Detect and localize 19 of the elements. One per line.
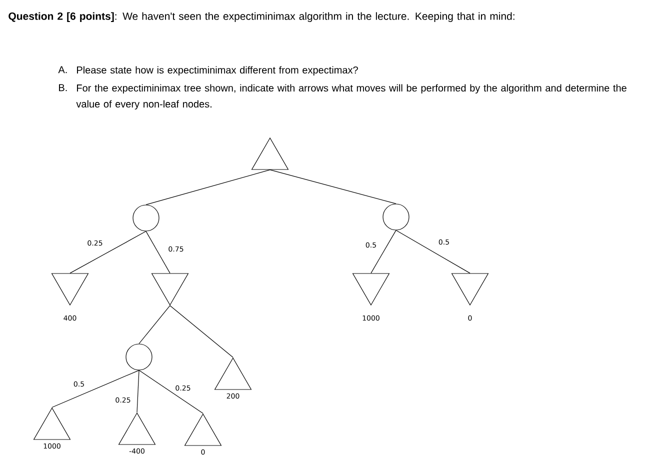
chance-circle [382, 204, 410, 230]
tree-edge [270, 170, 396, 204]
tree-edge [52, 370, 140, 408]
chance-circle [126, 344, 152, 370]
tree-edge [136, 370, 140, 413]
list-marker: B. [59, 84, 67, 92]
tree-edge [146, 231, 170, 274]
tree-edge [170, 305, 234, 358]
chance-circle [132, 204, 160, 232]
tree-edge [70, 231, 146, 274]
question-item: For the expectiminimax tree shown, indicate with arrows what moves will be performed by the algorithm and determine the value of every non-leaf nodes. [76, 84, 626, 110]
tree-edge [146, 170, 270, 205]
list-marker: A. [58, 66, 67, 74]
tree-edge [370, 230, 396, 274]
question-item: Please state how is expectiminimax different from expectimax? [77, 66, 358, 76]
tree-edge [138, 370, 204, 414]
tree-edge [396, 230, 470, 274]
tree-edge [138, 305, 170, 344]
question-text: Question 2 [6 points]: We haven't seen the expectiminimax algorithm in the lecture. Keeping that in mind: [8, 12, 514, 22]
